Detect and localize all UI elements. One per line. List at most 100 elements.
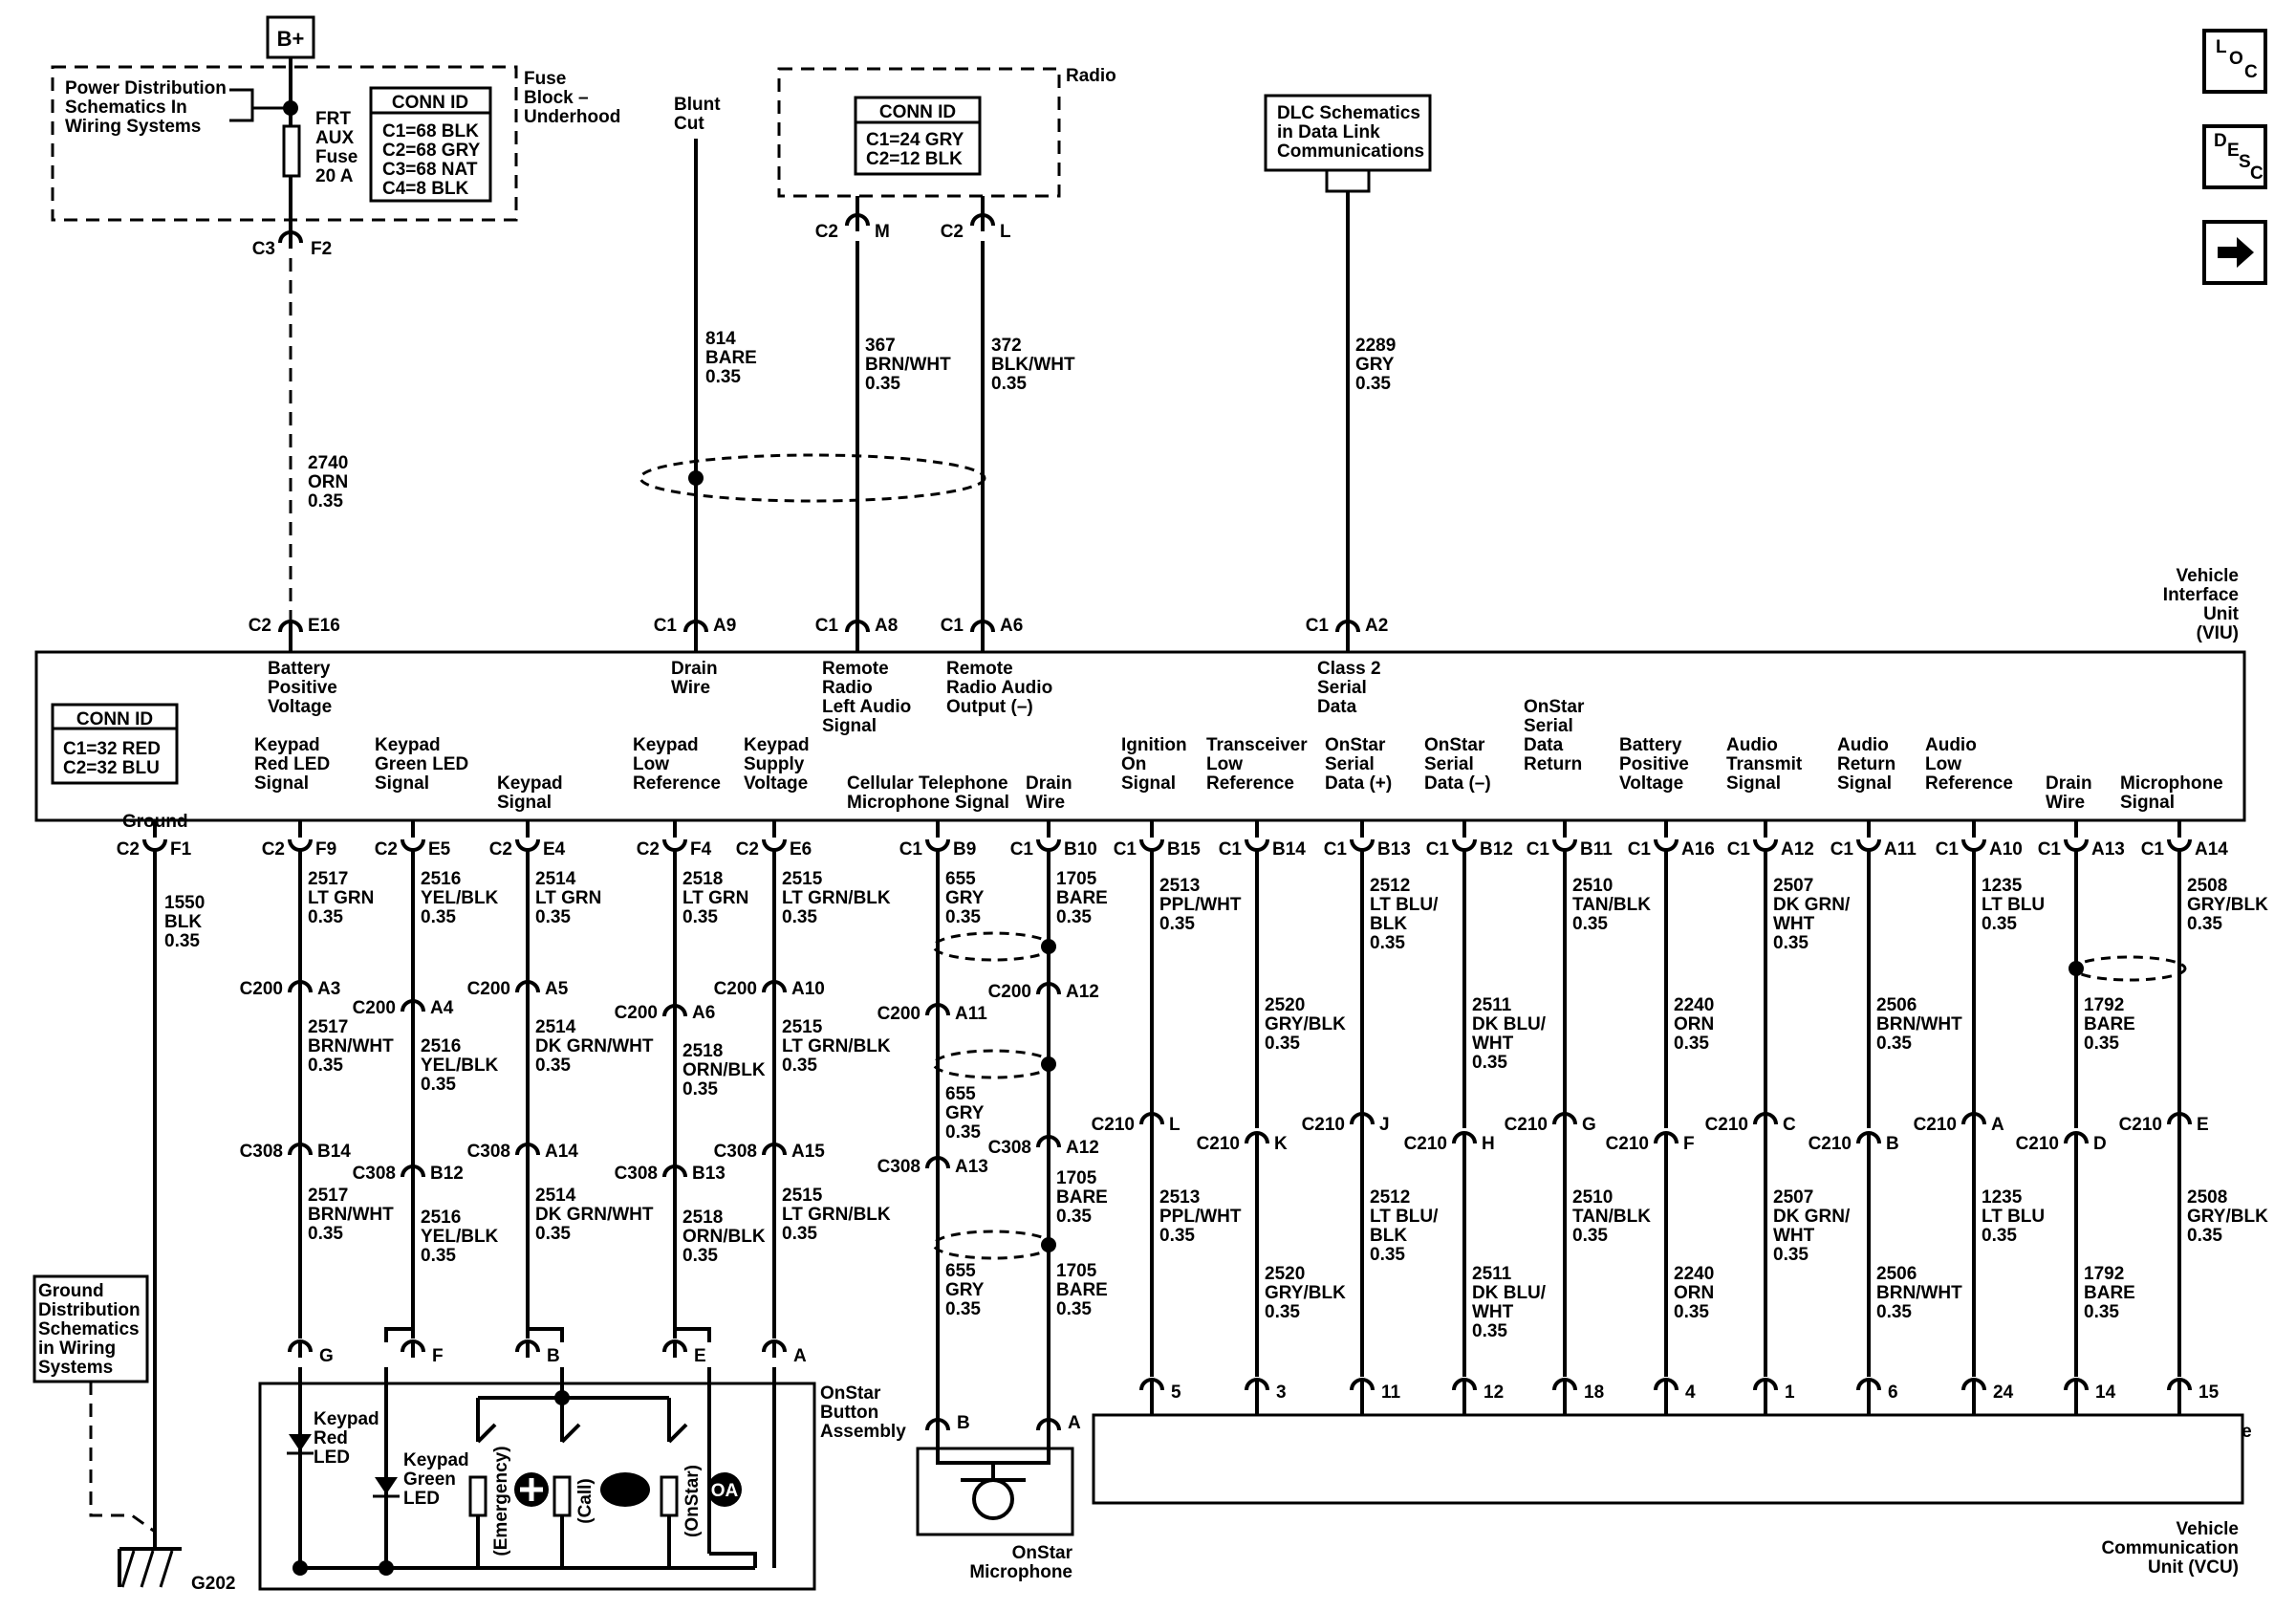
viu-bottom-pin-c: C2 (117, 839, 140, 860)
dlc-label: Communications (1277, 142, 1424, 162)
c308-label: C308 (988, 1138, 1031, 1158)
loc-button[interactable]: L O C (2202, 29, 2267, 94)
wire-655-label: GRY (945, 888, 985, 908)
viu-name: Vehicle (2177, 566, 2240, 586)
viu-bottom-connector (662, 838, 687, 852)
wire-1705-label: 1705 (1056, 869, 1097, 889)
c210-label: C210 (1404, 1134, 1447, 1154)
vcu-wire-upper-label: 2507 (1773, 876, 1813, 896)
keypad-wire-lower-label: 0.35 (535, 1224, 571, 1244)
switch-resistor (552, 1475, 572, 1517)
desc-button[interactable]: D E S C (2202, 124, 2267, 189)
viu-bottom-connector (142, 838, 167, 852)
ground-note: in Wiring (38, 1339, 116, 1359)
viu-bottom-pin-id: A13 (2091, 839, 2125, 860)
emergency-cross (520, 1478, 543, 1501)
keypad-wire-upper-label: 0.35 (535, 907, 571, 927)
c200-connector (762, 980, 787, 993)
wire-2740-label: 2740 (308, 453, 348, 473)
viu-bottom-pin-id: E6 (790, 839, 812, 860)
vcu-wire-lower-label: WHT (1773, 1226, 1815, 1246)
mic-drain-c200 (1036, 982, 1061, 995)
c210-connector (1856, 1131, 1881, 1144)
vcu-pin-label: 11 (1381, 1382, 1401, 1403)
vcu-wire-upper-label: 0.35 (1265, 1034, 1300, 1054)
viu-top-connector (278, 620, 303, 633)
vcu-wire-lower-label: 0.35 (1472, 1321, 1507, 1341)
radio-dashed-box (777, 67, 1061, 198)
vcu-pin-connector (1452, 1378, 1477, 1391)
radio-connector (970, 213, 995, 227)
viu-bottom-func-label: OnStar (1325, 735, 1386, 755)
c210-pin: E (2197, 1115, 2209, 1135)
vcu-wire-lower-label: ORN (1674, 1283, 1714, 1303)
vcu-wire-upper-label: 0.35 (1876, 1034, 1912, 1054)
assembly-connector (662, 1339, 687, 1353)
c200-label: C200 (714, 979, 757, 999)
c210-label: C210 (1606, 1134, 1649, 1154)
assembly-connector (515, 1339, 540, 1353)
c210-pin: G (1582, 1115, 1596, 1135)
viu-bottom-connector (401, 838, 425, 852)
switch-label: (OnStar) (682, 1465, 703, 1537)
assembly-pin: A (793, 1346, 807, 1366)
keypad-wire-jog (526, 1319, 564, 1342)
viu-bottom-func-label: Audio (1726, 735, 1778, 755)
viu-bottom-pin-c: C2 (489, 839, 512, 860)
vcu-wire-lower-label: LT BLU/ (1370, 1207, 1439, 1227)
wire-1705-label: 1705 (1056, 1168, 1097, 1188)
c210-connector (1245, 1131, 1269, 1144)
ground-dashed-path (89, 1382, 156, 1534)
vcu-pin-label: 5 (1171, 1382, 1181, 1403)
vcu-wire-lower-label: 0.35 (1982, 1226, 2017, 1246)
next-page-button[interactable] (2202, 220, 2267, 285)
keypad-wire-lower-label: 2515 (782, 1186, 823, 1206)
viu-bottom-func-label: Wire (1026, 793, 1065, 813)
ground-note: Distribution (38, 1300, 141, 1320)
c308-label: C308 (615, 1164, 658, 1184)
call-icon (600, 1472, 650, 1507)
vcu-wire-lower-label: 0.35 (1159, 1226, 1195, 1246)
viu-top-pin-id: A8 (875, 616, 898, 636)
switch-label: (Emergency) (491, 1446, 511, 1556)
green-led-icon (375, 1477, 398, 1494)
vcu-pin-connector (1856, 1378, 1881, 1391)
viu-bottom-func-label: Battery (1619, 735, 1682, 755)
keypad-wire-upper-label: 2516 (421, 869, 461, 889)
c308-pin: B14 (317, 1142, 351, 1162)
wire-1705-label: 0.35 (1056, 907, 1092, 927)
viu-conn-id-box (51, 703, 179, 785)
c200-label: C200 (467, 979, 510, 999)
vcu-wire-upper-label: ORN (1674, 1014, 1714, 1034)
wire-2289-label: 2289 (1355, 336, 1396, 356)
keypad-wire-upper-label: LT GRN/BLK (782, 888, 891, 908)
fuse-label: Fuse (315, 147, 357, 167)
keypad-wire-lower-label: YEL/BLK (421, 1227, 499, 1247)
c210-connector (1654, 1131, 1679, 1144)
viu-top-func-label: Radio (822, 678, 873, 698)
viu-top-func-label: Radio Audio (946, 678, 1052, 698)
vcu-wire-lower-label: GRY/BLK (2187, 1207, 2268, 1227)
desc-letter-3: S (2239, 152, 2251, 172)
radio-pin-id: L (1000, 222, 1011, 242)
keypad-wire-middle-label: LT GRN/BLK (782, 1036, 891, 1056)
vcu-wire-lower-label: LT BLU (1982, 1207, 2045, 1227)
keypad-wire-lower-label: 0.35 (421, 1246, 456, 1266)
keypad-wire-lower-label: 0.35 (782, 1224, 817, 1244)
mic-name: OnStar (1012, 1543, 1073, 1563)
c308-connector (762, 1143, 787, 1156)
keypad-wire-jog (384, 1319, 415, 1342)
vcu-wire-lower-label: 0.35 (1370, 1245, 1405, 1265)
vcu-wire-lower-label: 0.35 (1674, 1302, 1709, 1322)
viu-bottom-pin-c: C1 (899, 839, 923, 860)
viu-bottom-func-label: Supply (744, 754, 805, 774)
ground-note: Systems (38, 1358, 113, 1378)
dlc-label: DLC Schematics (1277, 103, 1420, 123)
desc-letter-4: C (2250, 163, 2264, 184)
arrow-right-icon (2218, 237, 2254, 268)
keypad-wire-lower-label: 2516 (421, 1208, 461, 1228)
viu-bottom-func-label: On (1121, 754, 1146, 774)
keypad-wire-lower-label: BRN/WHT (308, 1205, 394, 1225)
c210-pin: B (1886, 1134, 1899, 1154)
red-led-label: Red (314, 1428, 348, 1448)
